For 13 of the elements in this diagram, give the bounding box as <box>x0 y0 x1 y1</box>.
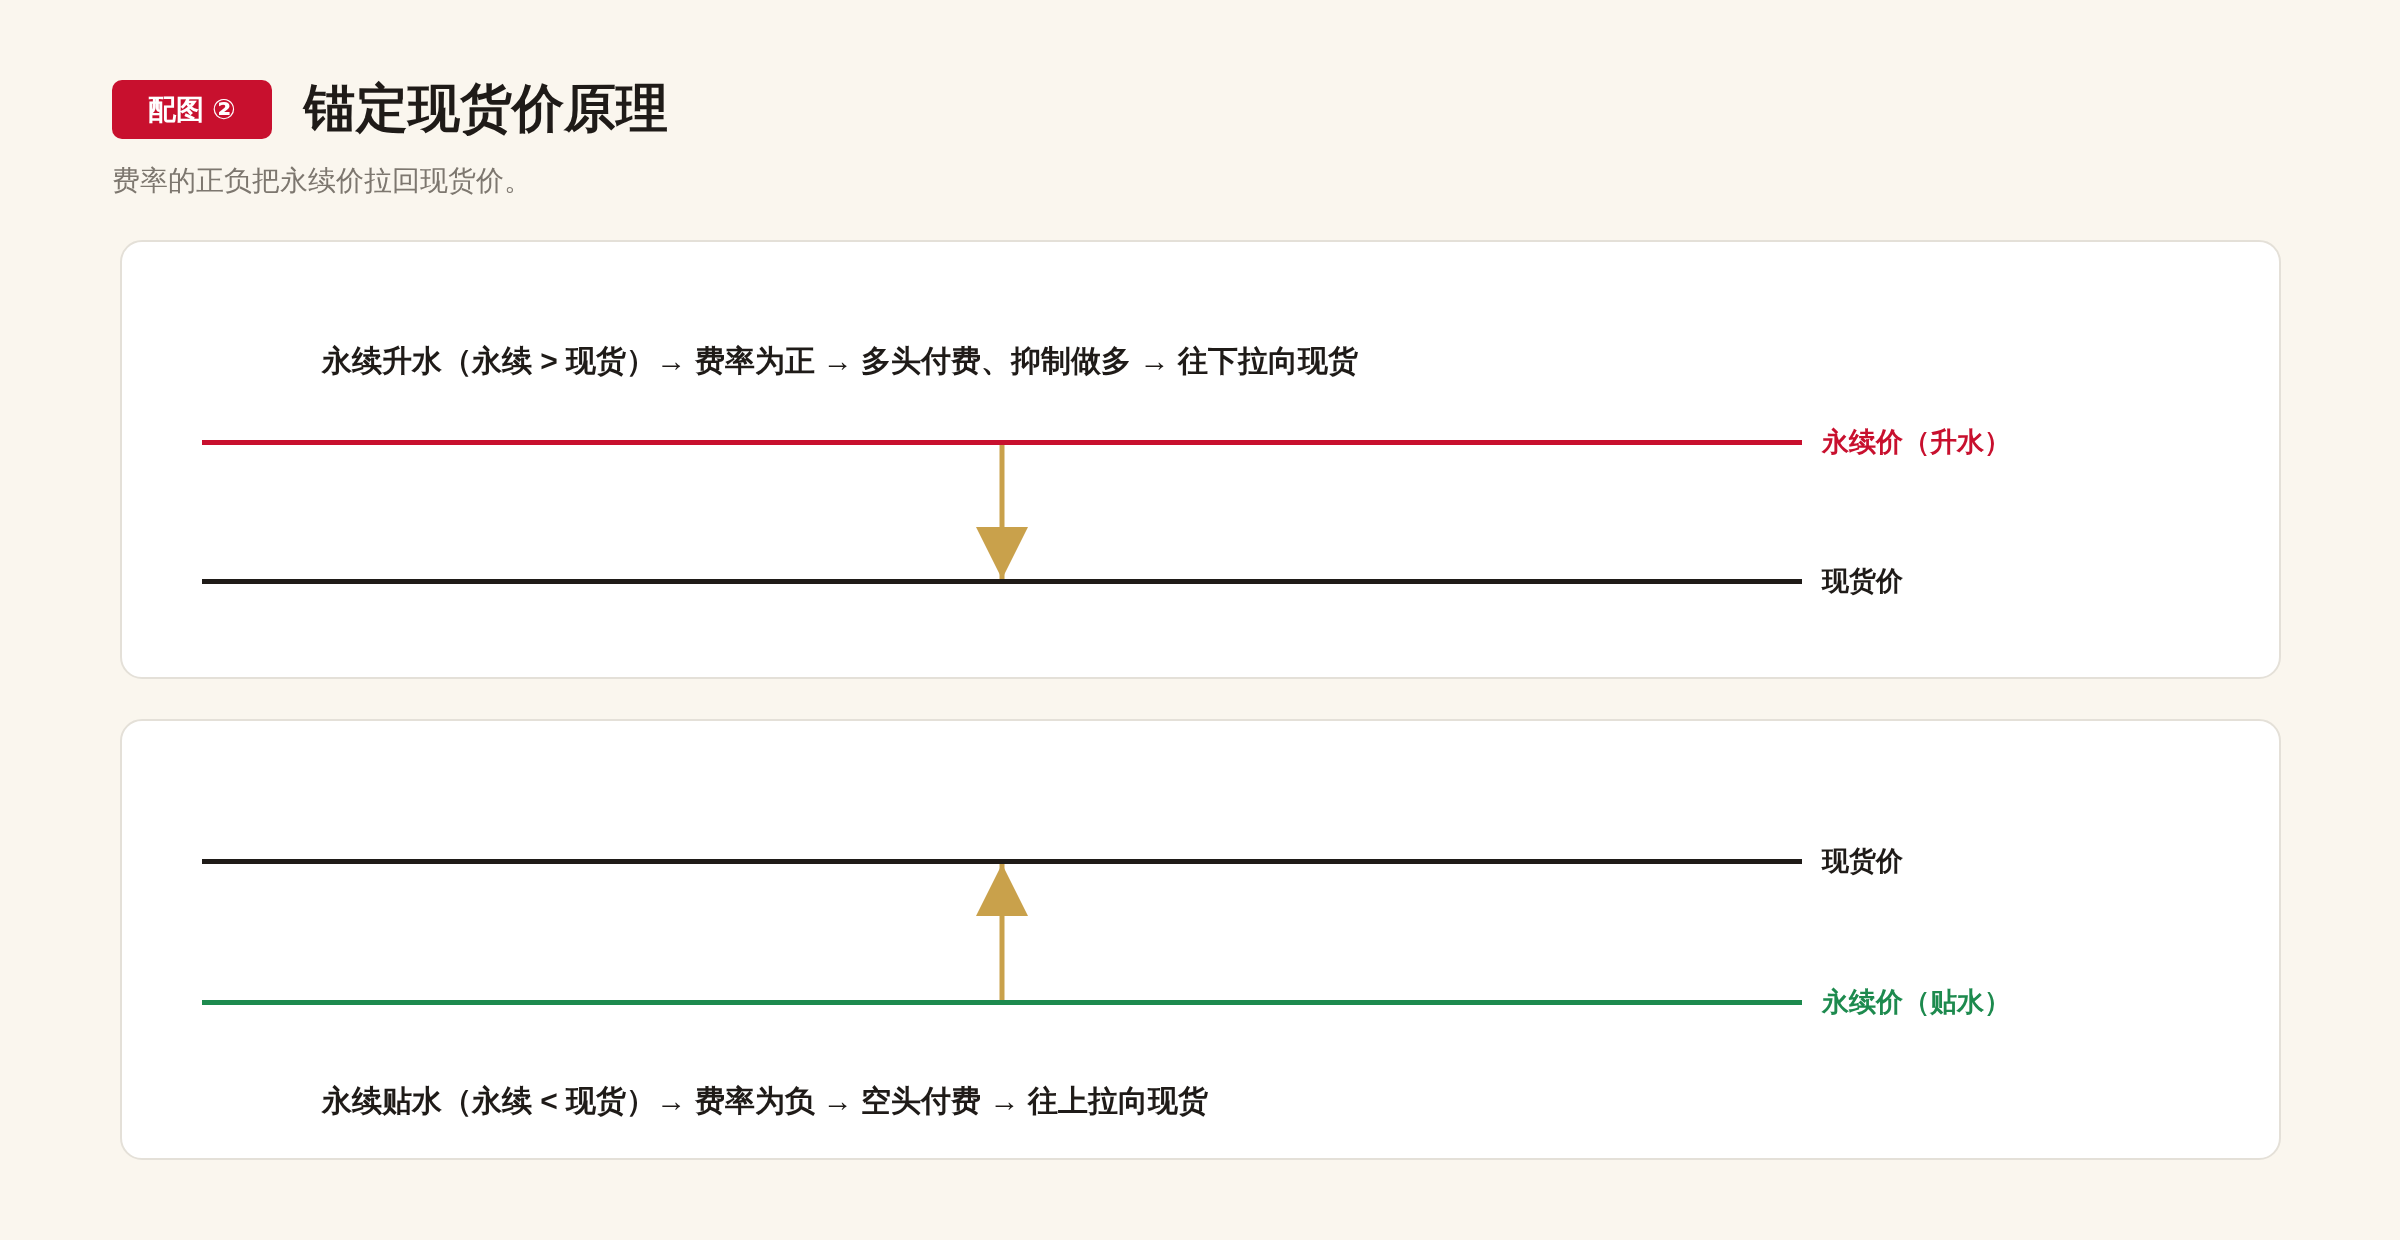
caption-text: 费率的正负把永续价拉回现货价。 <box>112 164 532 198</box>
flow-text: 永续贴水（永续 < 现货）→ 费率为负 → 空头付费 → 往上拉向现货 <box>322 1083 1208 1119</box>
flow-text: 永续升水（永续 > 现货）→ 费率为正 → 多头付费、抑制做多 → 往下拉向现货 <box>322 343 1358 379</box>
panel-card <box>120 719 2281 1160</box>
line-label: 现货价 <box>1822 845 1903 878</box>
line-label: 现货价 <box>1822 565 1903 598</box>
panel-card <box>120 240 2281 679</box>
line-label: 永续价（贴水） <box>1822 986 2011 1019</box>
arrow <box>976 864 1028 1000</box>
figure-tag: 配图 ② <box>112 80 272 139</box>
arrow <box>976 445 1028 579</box>
diagram-title: 锚定现货价原理 <box>304 78 668 139</box>
line-label: 永续价（升水） <box>1822 426 2011 459</box>
